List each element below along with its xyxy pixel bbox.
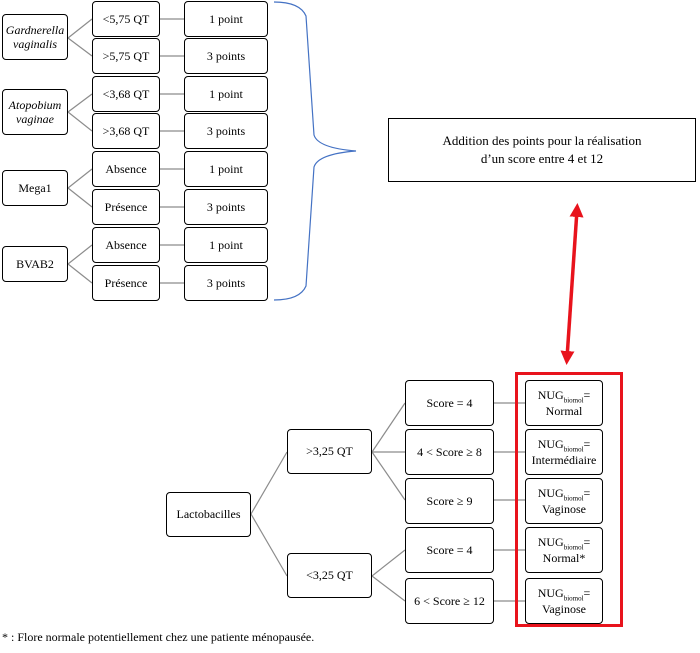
option-box: <3,68 QT [92, 76, 160, 112]
double-arrow [560, 203, 584, 365]
nug-value: Vaginose [542, 601, 586, 616]
option-label: >3,68 QT [102, 123, 150, 138]
lactobacilles-box: Lactobacilles [166, 492, 251, 537]
score-box: 6 < Score ≥ 12 [405, 578, 494, 624]
nug-prefix: NUG [537, 485, 564, 500]
option-box: Présence [92, 265, 160, 301]
nug-value: Vaginose [542, 501, 586, 516]
top-connectors [67, 18, 184, 284]
points-box: 3 points [184, 38, 268, 74]
score-box: Score ≥ 9 [405, 478, 494, 524]
branch-label: >3,25 QT [306, 444, 353, 459]
score-box: Score = 4 [405, 380, 494, 426]
option-box: Absence [92, 151, 160, 187]
nug-value: Normal [545, 403, 583, 418]
option-label: Présence [104, 199, 148, 214]
points-box: 1 point [184, 76, 268, 112]
nug-value: Normal* [542, 550, 586, 565]
nug-equals: = [583, 585, 591, 600]
points-label: 1 point [209, 237, 243, 252]
curly-brace [273, 1, 357, 301]
branch-box-high: >3,25 QT [287, 429, 372, 474]
nug-subscript: biomol [563, 594, 584, 603]
branch-box-low: <3,25 QT [287, 553, 372, 598]
species-label: Mega1 [18, 180, 52, 195]
score-label: Score = 4 [426, 395, 473, 410]
option-box: Absence [92, 227, 160, 263]
points-box: 3 points [184, 113, 268, 149]
lactobacilles-label: Lactobacilles [176, 507, 241, 522]
nug-result-box: NUGbiomol= Vaginose [525, 578, 603, 624]
option-label: <3,68 QT [102, 86, 150, 101]
species-box-atopobium: Atopobium vaginae [2, 89, 68, 135]
nug-subscript: biomol [563, 543, 584, 552]
option-box: >5,75 QT [92, 38, 160, 74]
nug-prefix: NUG [537, 387, 564, 402]
species-label-line: Gardnerella [5, 22, 65, 37]
points-box: 3 points [184, 189, 268, 225]
nug-result-box: NUGbiomol= Normal [525, 380, 603, 426]
points-label: 1 point [209, 11, 243, 26]
species-box-mega1: Mega1 [2, 170, 68, 206]
option-box: <5,75 QT [92, 1, 160, 37]
points-box: 1 point [184, 151, 268, 187]
option-label: >5,75 QT [102, 48, 150, 63]
points-label: 3 points [206, 275, 246, 290]
species-label: BVAB2 [16, 256, 54, 271]
score-label: Score = 4 [426, 542, 473, 557]
footnote: * : Flore normale potentiellement chez u… [2, 630, 315, 644]
points-label: 1 point [209, 86, 243, 101]
nug-equals: = [583, 534, 591, 549]
score-label: Score ≥ 9 [426, 493, 473, 508]
bottom-connectors [250, 402, 525, 602]
species-box-bvab2: BVAB2 [2, 246, 68, 282]
points-label: 1 point [209, 161, 243, 176]
addition-box: Addition des points pour la réalisation … [388, 118, 696, 182]
score-box: 4 < Score ≥ 8 [405, 429, 494, 475]
species-label-line: Atopobium [8, 97, 62, 112]
nug-result-box: NUGbiomol= Vaginose [525, 478, 603, 524]
score-box: Score = 4 [405, 527, 494, 573]
points-label: 3 points [206, 199, 246, 214]
nug-subscript: biomol [563, 396, 584, 405]
score-label: 6 < Score ≥ 12 [414, 593, 485, 608]
points-box: 1 point [184, 227, 268, 263]
nug-result-box: NUGbiomol= Intermédiaire [525, 429, 603, 475]
points-label: 3 points [206, 123, 246, 138]
option-box: >3,68 QT [92, 113, 160, 149]
species-label-line: vaginae [16, 112, 54, 126]
nug-prefix: NUG [537, 436, 564, 451]
option-label: <5,75 QT [102, 11, 150, 26]
nug-prefix: NUG [537, 585, 564, 600]
nug-results-highlight [515, 372, 623, 627]
addition-line: d’un score entre 4 et 12 [480, 151, 604, 166]
points-box: 3 points [184, 265, 268, 301]
points-label: 3 points [206, 48, 246, 63]
nug-subscript: biomol [563, 494, 584, 503]
species-box-gardnerella: Gardnerella vaginalis [2, 14, 68, 60]
species-label-line: vaginalis [13, 37, 57, 51]
nug-equals: = [583, 387, 591, 402]
option-box: Présence [92, 189, 160, 225]
points-box: 1 point [184, 1, 268, 37]
option-label: Absence [105, 161, 147, 176]
option-label: Absence [105, 237, 147, 252]
nug-equals: = [583, 436, 591, 451]
nug-value: Intermédiaire [531, 452, 597, 467]
option-label: Présence [104, 275, 148, 290]
nug-equals: = [583, 485, 591, 500]
nug-prefix: NUG [537, 534, 564, 549]
nug-result-box: NUGbiomol= Normal* [525, 527, 603, 573]
branch-label: <3,25 QT [306, 568, 353, 583]
nug-subscript: biomol [563, 445, 584, 454]
addition-line: Addition des points pour la réalisation [442, 133, 642, 149]
score-label: 4 < Score ≥ 8 [417, 444, 482, 459]
